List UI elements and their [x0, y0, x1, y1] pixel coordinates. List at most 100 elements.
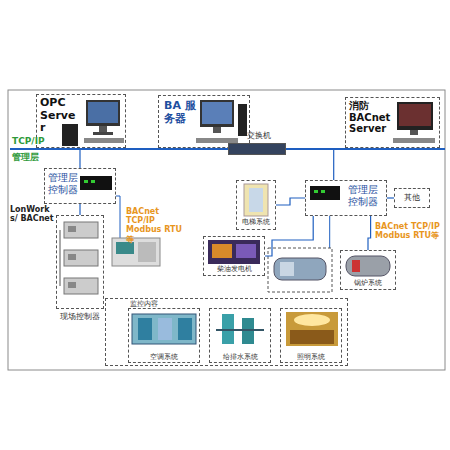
node-label: 消防 BACnet Server: [349, 100, 397, 135]
ba-computer: [238, 104, 247, 136]
node-label: 监控内容: [130, 300, 190, 308]
elevator-image: [249, 188, 263, 212]
system-box: 现场控制器: [56, 215, 104, 309]
system-box: 消防 BACnet Server: [345, 97, 440, 148]
generator-image: [208, 240, 260, 264]
opc-computer: [62, 100, 124, 146]
annotation-label: BACnet TCP/IP Modbus RTU等: [126, 207, 188, 244]
opc-computer: [86, 100, 120, 126]
system-box: BA 服务器: [158, 95, 250, 148]
controller-device: [314, 190, 318, 193]
elevator-image: [244, 184, 268, 216]
aircon-image: [132, 314, 196, 344]
chiller-image: [280, 262, 294, 276]
ba-computer: [213, 127, 221, 133]
thermostat-device: [138, 242, 156, 262]
lighting-image: [286, 312, 338, 346]
aircon-image: [138, 318, 152, 340]
aircon-image: [178, 318, 192, 340]
thermostat-device: [112, 238, 160, 266]
generator-image: [212, 244, 232, 258]
system-box: 照明系统: [280, 308, 342, 363]
field-controllers: [64, 278, 98, 294]
system-box: 其他: [394, 188, 430, 208]
fire-server: [393, 138, 435, 143]
node-label: 柴油发电机: [204, 265, 264, 273]
system-box: 管理层 控制器: [305, 180, 387, 216]
controller-device: [91, 180, 95, 183]
annotation-label: LonWorks/ BACnet: [10, 205, 54, 223]
generator-image: [236, 244, 256, 258]
water-image: [216, 329, 264, 331]
network-link: [276, 198, 305, 205]
field-controllers: [68, 282, 76, 288]
network-link: [204, 148, 228, 149]
opc-computer: [93, 132, 113, 135]
system-box: OPC Server: [36, 94, 126, 148]
system-box: 管理层 控制器: [44, 168, 116, 204]
boiler-image: [352, 260, 360, 272]
network-link: [286, 149, 334, 180]
node-label: 空调系统: [129, 353, 199, 361]
elevator-image: [244, 184, 268, 216]
controller-device: [84, 180, 88, 183]
node-label: 照明系统: [281, 353, 341, 361]
node-label: 管理层 控制器: [348, 184, 386, 207]
field-controllers: [68, 254, 76, 260]
field-controllers: [64, 250, 98, 266]
aircon-image: [132, 314, 196, 344]
chiller-image: [329, 216, 330, 248]
water-image: [216, 314, 264, 344]
node-label: 管理层 控制器: [48, 172, 84, 195]
system-box: 交换机: [228, 143, 286, 155]
opc-computer: [62, 124, 78, 146]
controller-device: [321, 190, 325, 193]
system-box: 锅炉系统: [340, 250, 396, 290]
chiller-image: [274, 258, 326, 280]
field-controllers: [64, 222, 98, 238]
boiler-image: [346, 256, 390, 276]
opc-computer: [99, 126, 107, 132]
fire-server: [399, 104, 431, 126]
fire-server: [410, 130, 418, 135]
system-box: 监控内容空调系统 给排水系统 照明系统: [105, 298, 348, 366]
network-link: [387, 197, 394, 198]
field-controllers: [60, 222, 98, 294]
lighting-image: [294, 314, 330, 326]
chiller-image: [268, 216, 332, 292]
lighting-image: [290, 330, 334, 344]
thermostat-device: [116, 196, 120, 238]
system-box: 空调系统: [128, 308, 200, 363]
aircon-image: [158, 318, 172, 340]
node-label: 锅炉系统: [341, 279, 395, 287]
node-label: 现场控制器: [50, 312, 110, 321]
system-box: 给排水系统: [209, 308, 271, 363]
fire-server: [393, 102, 435, 143]
network-link: [368, 216, 371, 250]
ba-computer: [202, 102, 232, 124]
annotation-label: BACnet TCP/IP Modbus RTU等: [375, 222, 441, 240]
fire-server: [397, 102, 433, 130]
annotation-label: 管理层: [12, 152, 72, 162]
field-controllers: [60, 230, 61, 286]
system-box: 柴油发电机: [203, 236, 265, 276]
system-box: 电梯系统: [236, 180, 276, 230]
network-link: [265, 216, 313, 256]
node-label: 给排水系统: [210, 353, 270, 361]
node-label: 电梯系统: [237, 218, 275, 226]
outer-frame: [8, 90, 445, 370]
network-link: [81, 148, 228, 149]
annotation-label: TCP/IP: [12, 136, 72, 146]
lighting-image: [286, 312, 338, 346]
ba-computer: [200, 100, 234, 127]
node-label: 交换机: [247, 131, 287, 140]
network-link: [79, 204, 80, 215]
node-label: OPC Server: [40, 97, 80, 135]
field-controllers: [68, 226, 76, 232]
opc-computer: [88, 102, 118, 123]
chiller-image: [268, 248, 332, 292]
controller-device: [80, 176, 112, 190]
boiler-image: [346, 256, 390, 276]
node-label: BA 服务器: [164, 100, 204, 125]
